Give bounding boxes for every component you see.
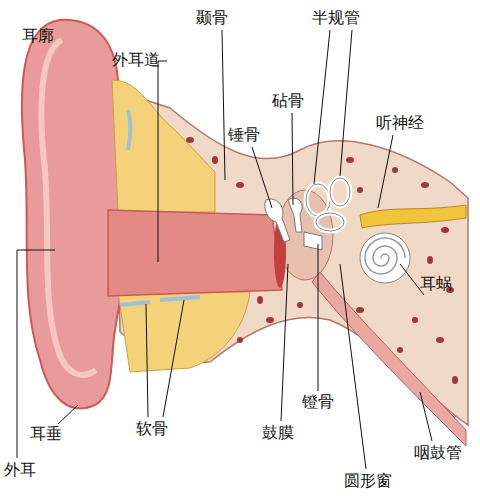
- part-label: 砧骨: [272, 91, 304, 111]
- part-label: 外耳: [4, 460, 36, 480]
- part-label: 耳廓: [22, 26, 54, 46]
- part-label: 咽鼓管: [414, 443, 462, 463]
- part-label: 听神经: [376, 113, 424, 133]
- part-label: 镫骨: [302, 392, 334, 412]
- part-label: 圆形窗: [344, 471, 392, 491]
- part-label: 外耳道: [112, 50, 160, 70]
- part-label: 耳蜗: [420, 274, 452, 294]
- part-label: 软骨: [136, 419, 168, 439]
- part-label: 耳垂: [30, 424, 62, 444]
- part-label: 颞骨: [196, 8, 228, 28]
- part-label: 锤骨: [228, 125, 260, 145]
- part-label: 半规管: [312, 8, 360, 28]
- part-label: 鼓膜: [262, 423, 294, 443]
